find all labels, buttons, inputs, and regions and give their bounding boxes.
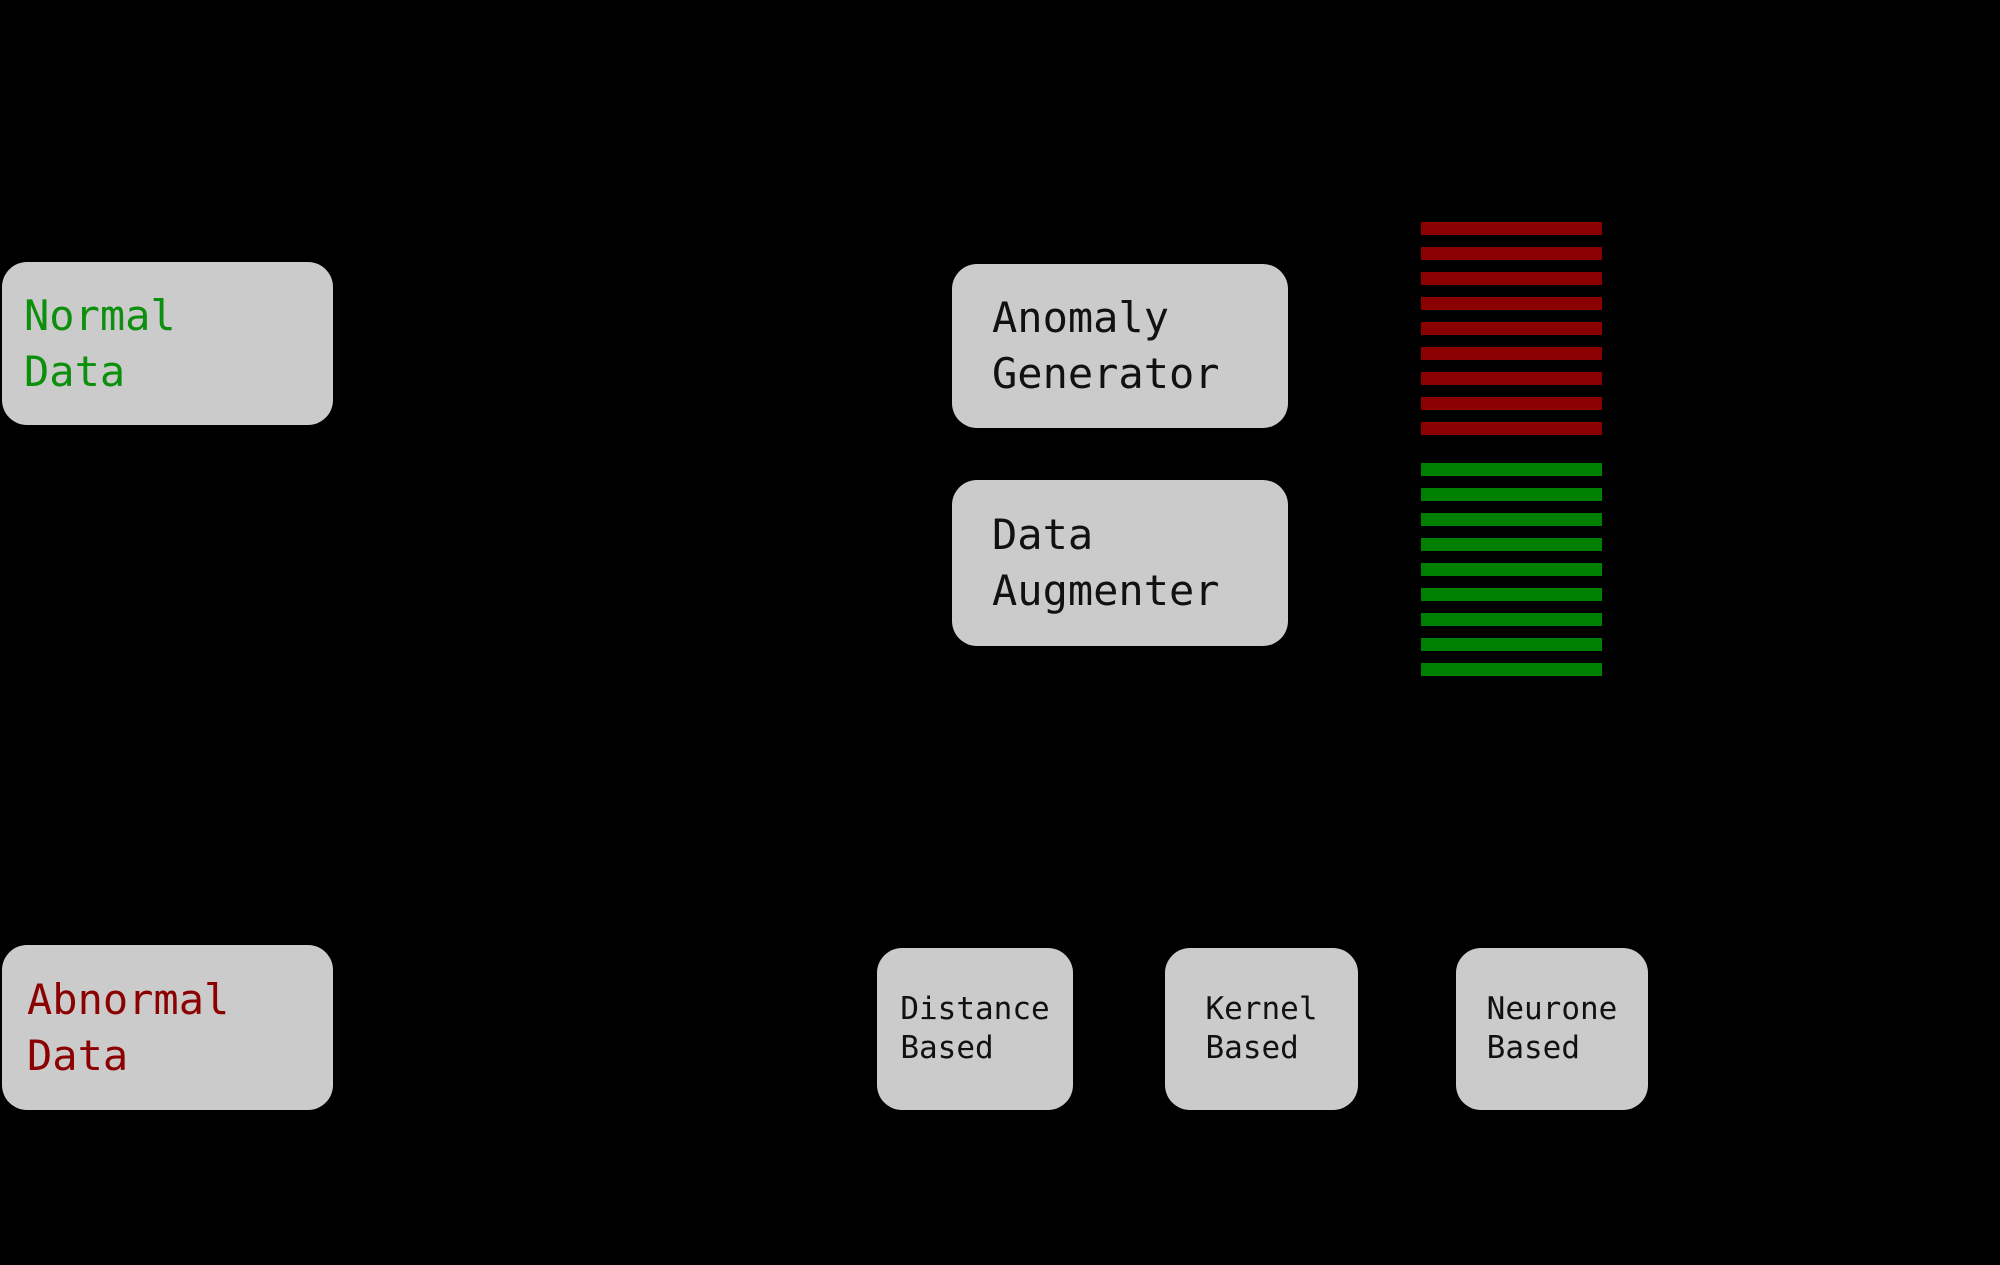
- normal-data-label-line2: Data: [24, 346, 126, 396]
- anomalous-data-bar: [1421, 222, 1602, 235]
- augmented-data-bar: [1421, 638, 1602, 651]
- augmented-data-bar: [1421, 463, 1602, 476]
- neurone-based-label-line1: Neurone: [1486, 991, 1618, 1027]
- augmented-data-bar: [1421, 513, 1602, 526]
- augmented-data-bar: [1421, 488, 1602, 501]
- abnormal-data-label-line1: Abnormal: [27, 974, 230, 1024]
- augmented-data-bar: [1421, 663, 1602, 676]
- abnormal-data-node: Abnormal Data: [2, 945, 333, 1110]
- data-augmenter-node: Data Augmenter: [952, 480, 1288, 646]
- normal-data-label-line1: Normal: [24, 290, 176, 340]
- neurone-based-node: Neurone Based: [1456, 948, 1648, 1110]
- kernel-based-label-line2: Based: [1205, 1030, 1299, 1066]
- normal-data-node: Normal Data: [2, 262, 333, 425]
- anomalous-data-bar: [1421, 372, 1602, 385]
- distance-based-node: Distance Based: [877, 948, 1073, 1110]
- neurone-based-label-line2: Based: [1486, 1030, 1580, 1066]
- anomalous-data-bar: [1421, 397, 1602, 410]
- anomalous-data-bar: [1421, 297, 1602, 310]
- anomalous-data-bar: [1421, 347, 1602, 360]
- augmented-data-bar: [1421, 613, 1602, 626]
- anomalous-data-stack: [1421, 222, 1602, 435]
- anomalous-data-bar: [1421, 247, 1602, 260]
- kernel-based-node: Kernel Based: [1165, 948, 1358, 1110]
- anomalous-data-bar: [1421, 272, 1602, 285]
- anomalous-data-bar: [1421, 322, 1602, 335]
- neurone-based-labelblock: Neurone Based: [1487, 990, 1618, 1068]
- distance-based-labelblock: Distance Based: [900, 990, 1049, 1068]
- kernel-based-labelblock: Kernel Based: [1206, 990, 1318, 1068]
- kernel-based-label-line1: Kernel: [1205, 991, 1318, 1027]
- augmented-data-bar: [1421, 563, 1602, 576]
- augmented-data-bar: [1421, 588, 1602, 601]
- augmented-normal-data-stack: [1421, 463, 1602, 676]
- data-augmenter-label-line1: Data: [992, 510, 1094, 559]
- distance-based-label-line1: Distance: [900, 991, 1050, 1027]
- anomaly-generator-label-line2: Generator: [992, 349, 1220, 398]
- anomaly-generator-label-line1: Anomaly: [992, 293, 1170, 342]
- distance-based-label-line2: Based: [900, 1030, 994, 1066]
- abnormal-data-label-line2: Data: [27, 1030, 129, 1080]
- anomalous-data-bar: [1421, 422, 1602, 435]
- augmented-data-bar: [1421, 538, 1602, 551]
- data-augmenter-label-line2: Augmenter: [992, 566, 1220, 615]
- anomaly-generator-node: Anomaly Generator: [952, 264, 1288, 428]
